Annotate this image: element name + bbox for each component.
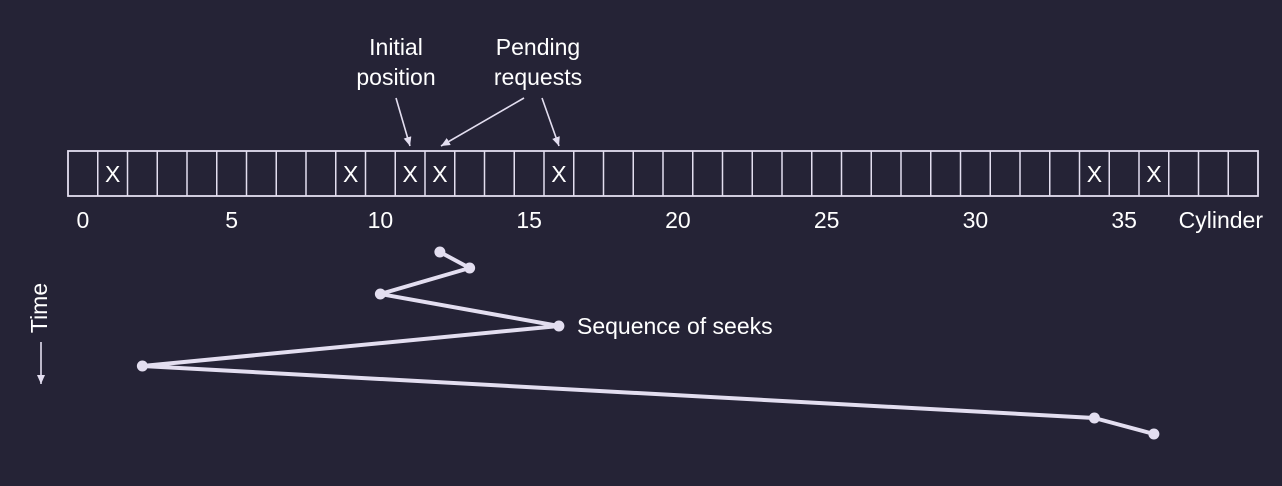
seek-sequence-label: Sequence of seeks [577, 313, 773, 339]
initial-position-label-line1: Initial [369, 34, 423, 60]
pending-request-mark: X [551, 161, 566, 187]
cylinder-tick-label: 15 [516, 207, 542, 233]
seek-point [1148, 428, 1160, 440]
cylinder-tick-label: 20 [665, 207, 691, 233]
seek-point [464, 262, 476, 274]
cylinder-tick-label: 35 [1111, 207, 1137, 233]
cylinder-tick-label: 25 [814, 207, 840, 233]
time-axis-label: Time [26, 283, 52, 333]
pending-requests-arrow-right [541, 97, 560, 147]
pending-request-mark: X [402, 161, 417, 187]
cylinder-tick-label: 5 [225, 207, 238, 233]
pending-request-mark: X [343, 161, 358, 187]
cylinder-tick-label: 30 [963, 207, 989, 233]
cylinder-tick-label: 0 [76, 207, 89, 233]
cylinder-tick-label: 10 [368, 207, 394, 233]
pending-request-mark: X [105, 161, 120, 187]
initial-position-arrow [395, 97, 412, 147]
pending-requests-arrow-left [440, 97, 525, 147]
initial-position-label-line2: position [356, 64, 435, 90]
pending-request-mark: X [432, 161, 447, 187]
pending-request-mark: X [1146, 161, 1161, 187]
pending-requests-label-line1: Pending [496, 34, 580, 60]
cylinder-tick-labels: 0 5 10 15 20 25 30 35 [76, 207, 1136, 233]
pending-requests-label-line2: requests [494, 64, 582, 90]
seek-point [1088, 412, 1100, 424]
seek-point [374, 288, 386, 300]
pending-request-mark: X [1087, 161, 1102, 187]
seek-point [434, 246, 446, 258]
seek-point [553, 320, 565, 332]
cylinder-axis-label: Cylinder [1179, 207, 1264, 233]
seek-point [136, 360, 148, 372]
seek-sequence-path [136, 246, 1160, 440]
seek-line [140, 250, 1155, 436]
